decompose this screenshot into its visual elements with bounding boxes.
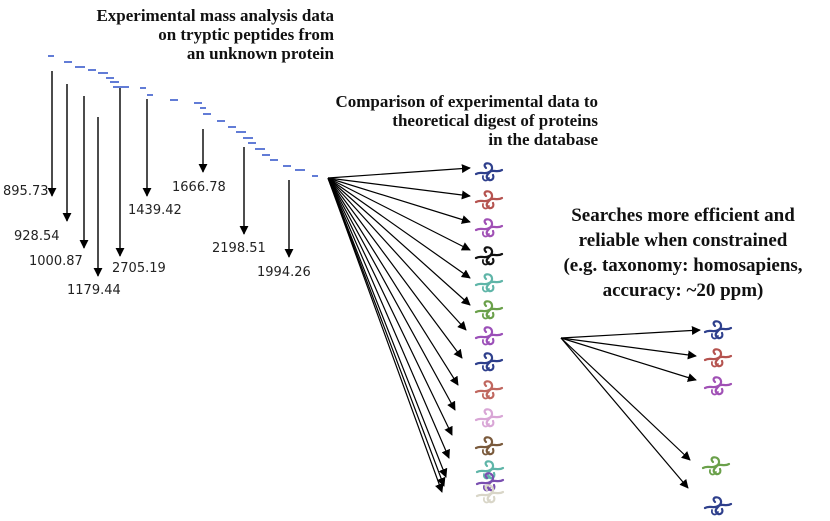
note-line: (e.g. taxonomy: homosapiens, <box>563 255 803 276</box>
mass-label: 2705.19 <box>112 261 166 276</box>
note-line: accuracy: ~20 ppm) <box>602 280 764 301</box>
heading-line: Experimental mass analysis data <box>96 6 334 25</box>
experimental-data-heading: Experimental mass analysis data on trypt… <box>96 6 334 63</box>
protein-knot-icon <box>474 326 504 346</box>
database-protein-list <box>474 162 505 504</box>
arrow-icon <box>327 177 467 331</box>
mass-label: 1179.44 <box>67 283 121 298</box>
heading-line: an unknown protein <box>186 44 334 63</box>
arrow-icon <box>560 337 691 461</box>
protein-knot-icon <box>474 380 504 400</box>
heading-line: Comparison of experimental data to <box>335 92 598 111</box>
arrow-icon <box>327 177 471 279</box>
arrow-icon <box>560 325 701 339</box>
arrow-icon <box>560 337 697 382</box>
note-line: Searches more efficient and <box>571 205 795 226</box>
protein-knot-icon <box>703 496 733 516</box>
comparison-heading: Comparison of experimental data to theor… <box>335 92 598 149</box>
mass-label: 928.54 <box>14 229 60 244</box>
constrained-search-arrows <box>560 325 701 489</box>
protein-knot-icon <box>474 190 504 210</box>
arrow-icon <box>327 177 446 487</box>
arrow-icon <box>327 177 459 386</box>
heading-line: on tryptic peptides from <box>158 25 334 44</box>
arrow-icon <box>560 337 689 489</box>
arrow-icon <box>327 177 471 306</box>
protein-knot-icon <box>475 460 505 480</box>
heading-line: in the database <box>488 130 598 149</box>
mass-label: 2198.51 <box>212 241 266 256</box>
constrained-protein-list <box>701 320 733 516</box>
arrow-icon <box>327 177 444 493</box>
mass-arrows <box>47 71 294 277</box>
arrow-icon <box>327 177 463 359</box>
constraint-note: Searches more efficient and reliable whe… <box>533 203 830 303</box>
database-comparison-arrows <box>327 164 471 493</box>
mass-label: 1994.26 <box>257 265 311 280</box>
mass-label: 1000.87 <box>29 254 83 269</box>
protein-knot-icon <box>703 348 733 368</box>
protein-knot-icon <box>474 436 504 456</box>
protein-knot-icon <box>474 408 504 428</box>
peptide-mass-spectrum <box>48 55 318 177</box>
protein-knot-icon <box>703 376 733 396</box>
arrow-icon <box>327 177 450 459</box>
arrow-icon <box>560 337 697 360</box>
protein-knot-icon <box>474 246 504 266</box>
protein-knot-icon <box>701 456 731 476</box>
protein-knot-icon <box>475 484 505 504</box>
protein-knot-icon <box>474 352 504 372</box>
arrow-icon <box>327 177 448 478</box>
protein-knot-icon <box>474 273 504 293</box>
protein-knot-icon <box>703 320 733 340</box>
arrow-icon <box>327 177 471 200</box>
arrow-icon <box>327 177 471 251</box>
arrow-icon <box>327 177 456 411</box>
note-line: reliable when constrained <box>578 230 788 251</box>
arrow-icon <box>327 177 453 436</box>
arrow-icon <box>327 177 471 224</box>
mass-label: 1666.78 <box>172 180 226 195</box>
protein-knot-icon <box>474 300 504 320</box>
arrow-icon <box>327 164 471 179</box>
heading-line: theoretical digest of proteins <box>392 111 598 130</box>
mass-label: 1439.42 <box>128 203 182 218</box>
mass-label: 895.73 <box>3 184 49 199</box>
protein-knot-icon <box>474 218 504 238</box>
protein-knot-icon <box>474 162 504 182</box>
